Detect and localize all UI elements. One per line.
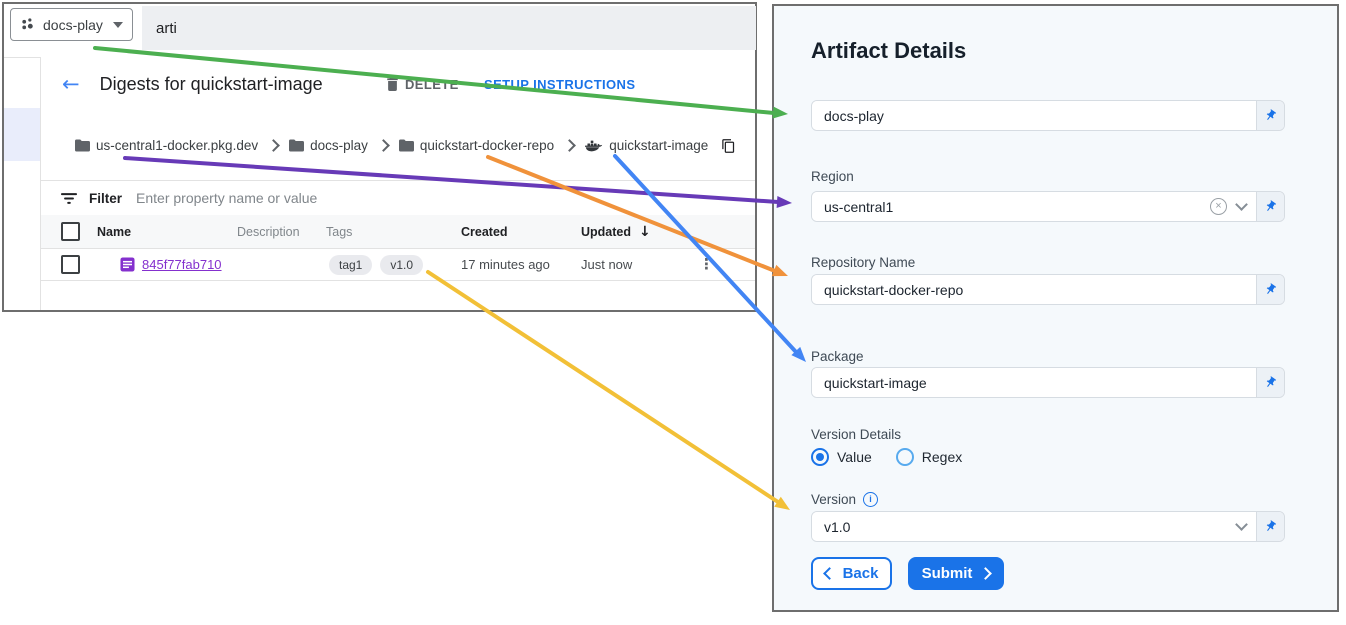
tag-chip: tag1 [329, 254, 373, 275]
info-icon[interactable]: i [863, 492, 879, 507]
page-title: Digests for quickstart-image [99, 73, 323, 94]
version-field [811, 511, 1285, 542]
region-field: × [811, 191, 1285, 222]
repository-field [811, 274, 1285, 305]
docker-whale-icon [585, 139, 603, 153]
back-arrow-icon[interactable]: ← [62, 71, 80, 96]
chevron-down-icon[interactable] [1235, 198, 1248, 211]
nav-divider [40, 57, 41, 310]
pin-button[interactable] [1256, 368, 1284, 397]
folder-icon [398, 139, 414, 152]
project-input[interactable] [812, 101, 1256, 130]
filter-input[interactable] [134, 189, 755, 207]
pin-icon [1266, 520, 1277, 531]
project-field [811, 100, 1285, 131]
select-all-checkbox[interactable] [61, 222, 80, 241]
back-button[interactable]: Back [811, 557, 892, 590]
caret-down-icon [112, 21, 123, 28]
repository-input[interactable] [812, 275, 1256, 304]
version-label: Version [811, 492, 857, 507]
row-checkbox[interactable] [61, 255, 80, 274]
repository-label: Repository Name [811, 255, 916, 270]
package-label: Package [811, 349, 864, 364]
breadcrumb-host[interactable]: us-central1-docker.pkg.dev [75, 138, 258, 153]
setup-instructions-button[interactable]: SETUP INSTRUCTIONS [484, 76, 636, 92]
column-header-description: Description [237, 224, 300, 239]
column-header-tags: Tags [326, 224, 353, 239]
radio-value[interactable]: Value [811, 448, 872, 466]
pin-icon [1266, 109, 1277, 120]
chevron-right-icon [979, 567, 993, 580]
console-screenshot-panel: docs-play ← Digests for quickstart-image… [2, 2, 757, 312]
folder-icon [289, 139, 305, 152]
package-field [811, 367, 1285, 398]
pin-button[interactable] [1256, 101, 1284, 130]
chevron-right-icon [563, 139, 577, 152]
pin-button[interactable] [1256, 512, 1284, 541]
breadcrumb-repository[interactable]: quickstart-docker-repo [398, 138, 554, 153]
search-input[interactable] [142, 6, 756, 50]
delete-label: DELETE [405, 76, 459, 92]
digest-link[interactable]: 845f77fab710 [142, 257, 222, 272]
copy-icon[interactable] [721, 138, 736, 154]
radio-unselected-icon[interactable] [895, 448, 914, 466]
package-input[interactable] [812, 368, 1256, 397]
submit-button[interactable]: Submit [908, 557, 1004, 590]
digest-icon [120, 257, 135, 272]
tag-chip: v1.0 [380, 254, 424, 275]
column-header-updated[interactable]: Updated ↓ [581, 223, 651, 240]
filter-icon [61, 192, 77, 205]
version-label-row: Version i [811, 492, 879, 507]
folder-icon [75, 139, 90, 152]
sort-desc-icon: ↓ [639, 223, 651, 240]
version-details-radios: Value Regex [811, 448, 962, 466]
project-dots-icon [20, 17, 35, 32]
chevron-right-icon [377, 139, 390, 152]
version-input[interactable] [812, 512, 1237, 541]
region-input[interactable] [812, 192, 1210, 221]
breadcrumb-project[interactable]: docs-play [289, 138, 368, 153]
table-row: 845f77fab710 tag1 v1.0 17 minutes ago Ju… [41, 249, 755, 281]
filter-bar: Filter [41, 180, 755, 215]
pin-button[interactable] [1256, 275, 1284, 304]
radio-regex[interactable]: Regex [895, 448, 962, 466]
console-topbar: docs-play [4, 4, 756, 58]
project-selector[interactable]: docs-play [10, 8, 133, 41]
trash-icon [386, 77, 399, 91]
pin-icon [1266, 283, 1277, 294]
breadcrumb: us-central1-docker.pkg.dev docs-play qui… [41, 111, 755, 180]
filter-label: Filter [89, 190, 123, 206]
artifact-details-form: Artifact Details Region × Repository Nam… [772, 4, 1339, 612]
form-title: Artifact Details [811, 38, 967, 63]
delete-button[interactable]: DELETE [386, 77, 459, 92]
pin-icon [1266, 376, 1277, 387]
pin-button[interactable] [1256, 192, 1284, 221]
row-overflow-menu[interactable]: ⋮ [699, 255, 714, 273]
table-header: Name Description Tags Created Updated ↓ [41, 215, 755, 249]
chevron-right-icon [267, 139, 280, 152]
chevron-down-icon[interactable] [1235, 518, 1248, 531]
region-label: Region [811, 169, 854, 184]
project-selector-label: docs-play [43, 16, 103, 33]
clear-icon[interactable]: × [1210, 198, 1227, 215]
updated-cell: Just now [581, 257, 633, 272]
column-header-created[interactable]: Created [461, 224, 508, 239]
chevron-left-icon [822, 567, 836, 580]
radio-selected-icon[interactable] [811, 448, 829, 466]
pin-icon [1266, 200, 1277, 211]
created-cell: 17 minutes ago [461, 257, 550, 272]
breadcrumb-package[interactable]: quickstart-image [585, 138, 708, 153]
page-header: ← Digests for quickstart-image DELETE SE… [41, 57, 755, 112]
nav-highlight [4, 108, 40, 161]
column-header-name[interactable]: Name [97, 224, 132, 239]
version-details-label: Version Details [811, 427, 902, 442]
